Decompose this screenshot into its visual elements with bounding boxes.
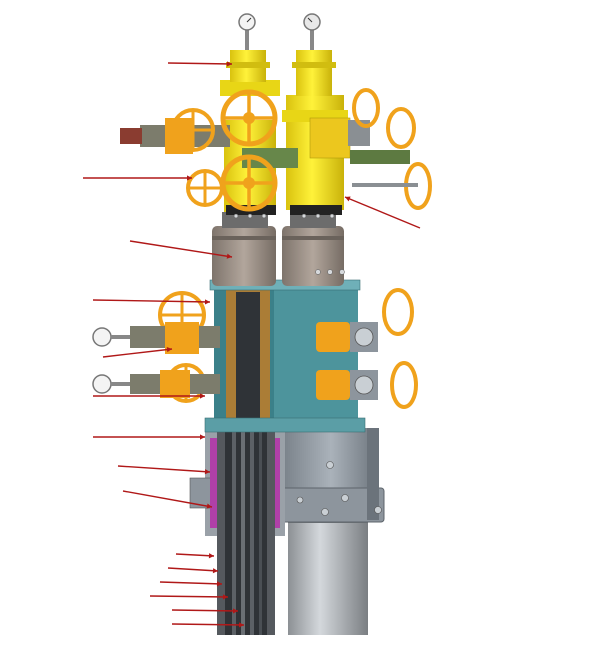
tubing-head-adapters [212,212,344,286]
gate-valve-icon [316,322,378,352]
leader-line [117,465,211,473]
gate-valve-icon [316,370,378,400]
leader-line [167,567,219,572]
leader-arrowhead [222,594,228,600]
leader-arrowhead [206,503,212,509]
gate-valve-icon [130,322,220,354]
leader-arrowhead [216,581,222,587]
leader-arrowhead [226,253,232,259]
leader-line [175,553,215,557]
leader-arrowhead [166,346,172,353]
leader-arrowhead [200,393,205,399]
leader-line [129,240,233,258]
leader-arrowhead [200,434,205,440]
leader-line [167,62,233,65]
casing-pipe [288,515,368,635]
handwheel-icon [352,88,380,128]
pressure-gauge-icon [238,13,256,50]
leader-line [122,490,213,508]
pressure-gauge-icon [92,327,130,347]
gate-valve-icon [350,150,410,164]
leader-arrowhead [187,175,192,181]
leader-line [159,581,223,585]
leader-arrowhead [232,608,238,614]
leader-arrowhead [204,469,210,475]
leader-arrowhead [208,553,214,559]
handwheel-icon [390,361,418,409]
leader-arrowhead [212,568,218,574]
leader-lines [83,61,421,628]
tubing-head-spool [204,279,366,433]
handwheel-icon [171,108,215,152]
handwheel-icon [382,288,414,336]
leader-line [171,609,239,612]
flange-bolt-icon [233,213,345,275]
leader-line [102,348,173,358]
handwheel-icon [186,169,224,207]
gate-valve-icon [130,370,220,398]
handwheel-icon [220,89,278,147]
leader-line [171,623,245,626]
handwheel-icon [220,154,278,212]
leader-arrowhead [226,61,232,67]
leader-arrowhead [238,622,244,628]
pressure-gauge-icon [92,374,130,394]
leader-line [92,299,211,303]
handwheel-icon [352,162,432,210]
leader-line [344,196,421,229]
handwheel-icon [386,107,416,149]
casing-head [279,428,385,523]
leader-line [149,595,229,598]
leader-arrowhead [345,196,351,202]
christmas-tree-body [220,50,370,215]
leader-arrowhead [204,299,210,305]
pressure-gauge-icon [303,13,321,50]
